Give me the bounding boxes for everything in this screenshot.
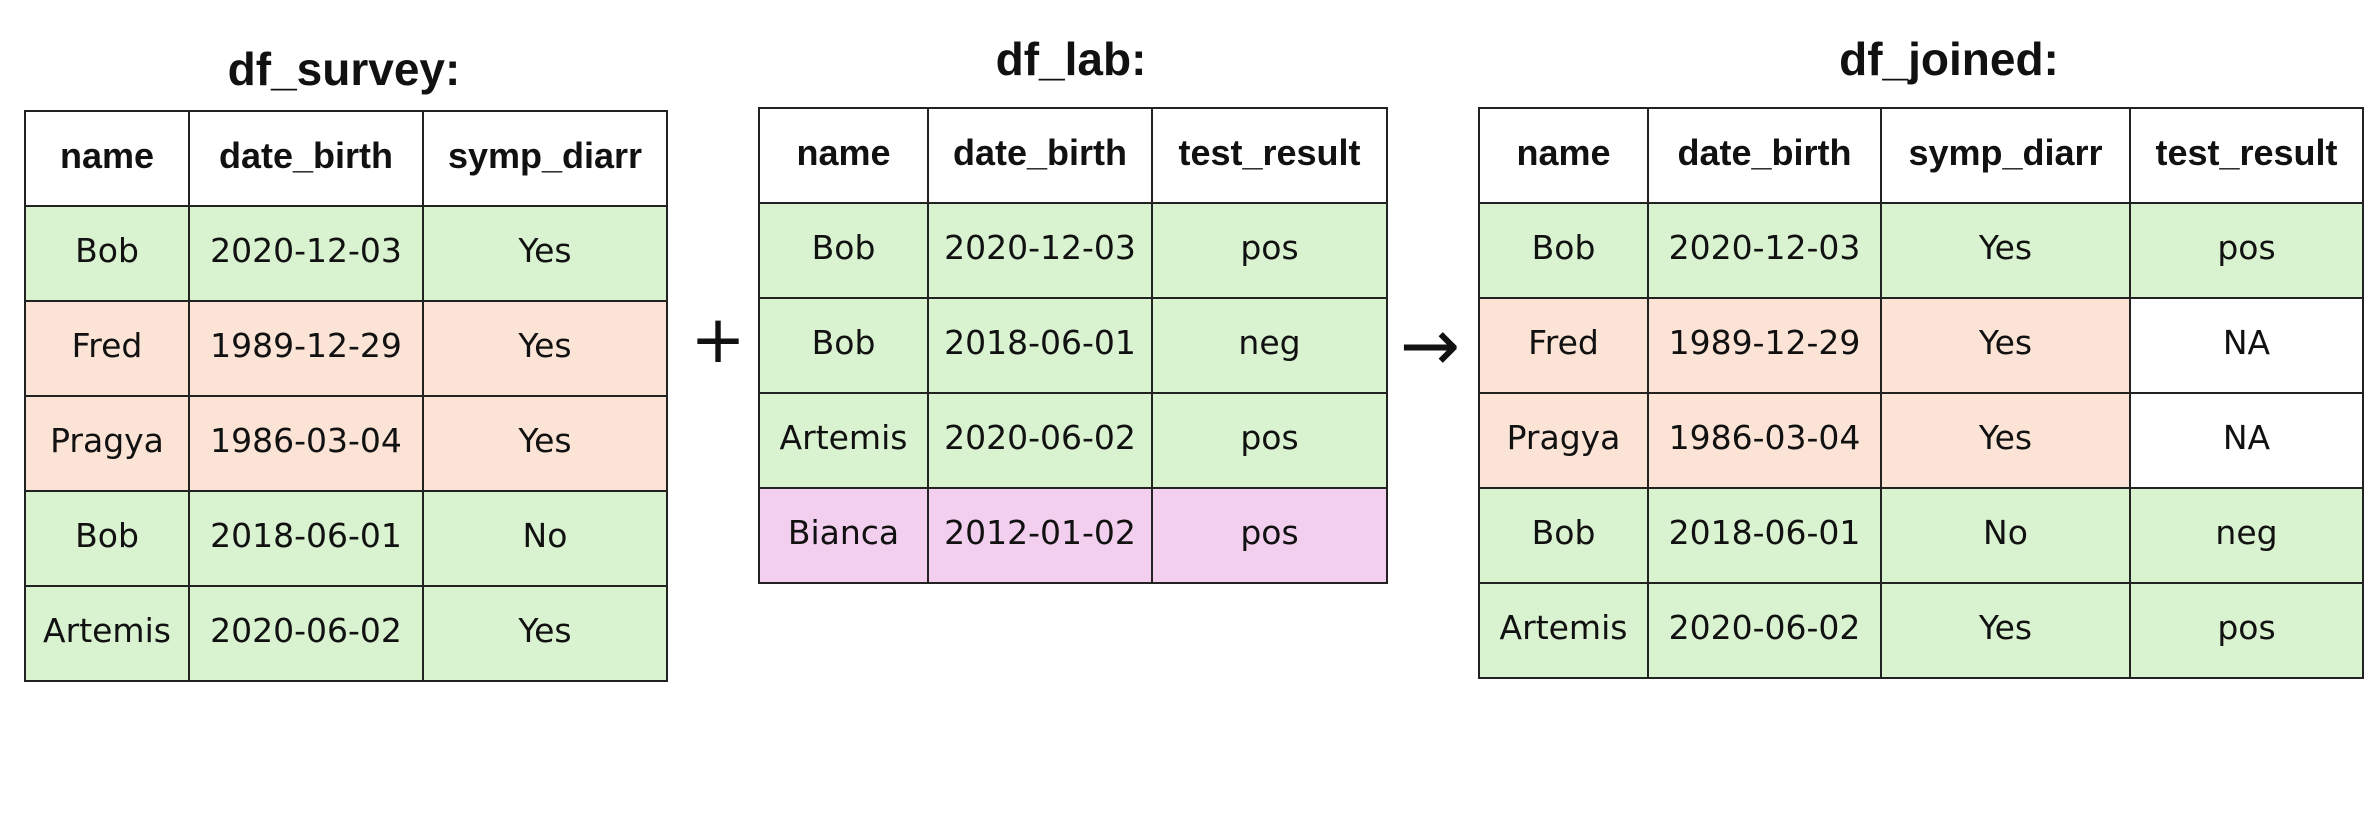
column-header-symp-diarr: symp_diarr <box>1880 107 2131 204</box>
table-cell-name: Bob <box>24 205 190 302</box>
table-cell-name: Bianca <box>758 487 929 584</box>
column-header-test-result: test_result <box>2129 107 2364 204</box>
table-cell-symp-diarr: Yes <box>422 300 668 397</box>
table-cell-symp-diarr: Yes <box>1880 392 2131 489</box>
table-cell-test-result: NA <box>2129 297 2364 394</box>
survey-title: df_survey: <box>227 43 461 95</box>
table-cell-test-result: neg <box>2129 487 2364 584</box>
table-cell-test-result: neg <box>1151 297 1388 394</box>
table-cell-name: Fred <box>24 300 190 397</box>
table-cell-date-birth: 2012-01-02 <box>927 487 1153 584</box>
column-header-name: name <box>24 110 190 207</box>
table-cell-name: Fred <box>1478 297 1649 394</box>
table-cell-name: Bob <box>1478 202 1649 299</box>
joined-title: df_joined: <box>1839 33 2059 85</box>
table-cell-test-result: pos <box>1151 392 1388 489</box>
lab-title: df_lab: <box>995 33 1147 85</box>
table-cell-test-result: pos <box>1151 202 1388 299</box>
table-cell-test-result: pos <box>2129 582 2364 679</box>
table-cell-name: Artemis <box>24 585 190 682</box>
table-cell-date-birth: 1986-03-04 <box>1647 392 1882 489</box>
table-cell-date-birth: 2018-06-01 <box>188 490 424 587</box>
table-cell-name: Artemis <box>758 392 929 489</box>
table-cell-name: Bob <box>24 490 190 587</box>
table-cell-test-result: NA <box>2129 392 2364 489</box>
column-header-symp-diarr: symp_diarr <box>422 110 668 207</box>
table-cell-date-birth: 2020-12-03 <box>1647 202 1882 299</box>
table-cell-date-birth: 1986-03-04 <box>188 395 424 492</box>
table-cell-date-birth: 2020-12-03 <box>188 205 424 302</box>
table-cell-symp-diarr: Yes <box>422 205 668 302</box>
column-header-date-birth: date_birth <box>1647 107 1882 204</box>
table-cell-symp-diarr: Yes <box>422 585 668 682</box>
table-cell-symp-diarr: Yes <box>422 395 668 492</box>
column-header-name: name <box>1478 107 1649 204</box>
table-cell-name: Pragya <box>24 395 190 492</box>
table-cell-test-result: pos <box>2129 202 2364 299</box>
table-cell-symp-diarr: Yes <box>1880 202 2131 299</box>
table-cell-name: Bob <box>1478 487 1649 584</box>
table-cell-name: Bob <box>758 202 929 299</box>
table-cell-date-birth: 2020-06-02 <box>1647 582 1882 679</box>
table-cell-name: Bob <box>758 297 929 394</box>
column-header-name: name <box>758 107 929 204</box>
table-cell-name: Pragya <box>1478 392 1649 489</box>
table-cell-name: Artemis <box>1478 582 1649 679</box>
column-header-date-birth: date_birth <box>188 110 424 207</box>
table-cell-symp-diarr: Yes <box>1880 582 2131 679</box>
table-cell-date-birth: 1989-12-29 <box>188 300 424 397</box>
column-header-test-result: test_result <box>1151 107 1388 204</box>
table-cell-test-result: pos <box>1151 487 1388 584</box>
column-header-date-birth: date_birth <box>927 107 1153 204</box>
table-cell-date-birth: 2020-06-02 <box>188 585 424 682</box>
table-cell-date-birth: 2018-06-01 <box>1647 487 1882 584</box>
table-cell-symp-diarr: Yes <box>1880 297 2131 394</box>
arrow-right-icon: → <box>1399 303 1461 387</box>
table-cell-date-birth: 1989-12-29 <box>1647 297 1882 394</box>
table-cell-date-birth: 2018-06-01 <box>927 297 1153 394</box>
plus-icon: + <box>690 301 746 378</box>
table-cell-date-birth: 2020-06-02 <box>927 392 1153 489</box>
table-cell-symp-diarr: No <box>1880 487 2131 584</box>
table-cell-symp-diarr: No <box>422 490 668 587</box>
table-cell-date-birth: 2020-12-03 <box>927 202 1153 299</box>
